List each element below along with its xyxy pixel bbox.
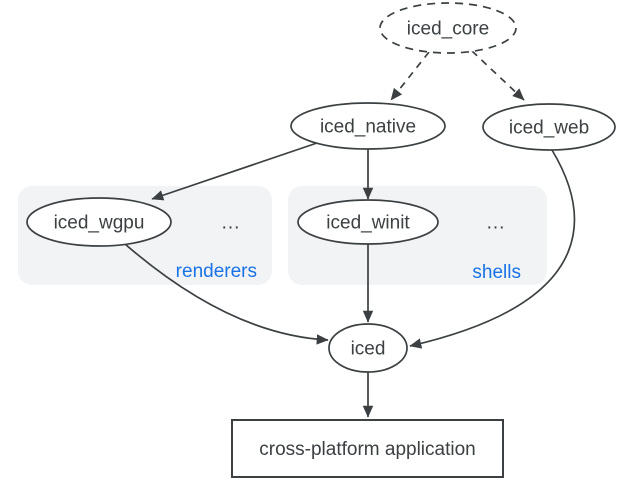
node-cross-platform-application-label: cross-platform application xyxy=(259,439,475,460)
edge-iced-native-to-iced-wgpu xyxy=(151,142,318,201)
node-cross-platform-application: cross-platform application xyxy=(231,419,504,478)
node-iced-wgpu-label: iced_wgpu xyxy=(54,213,145,234)
node-iced-core-label: iced_core xyxy=(407,19,489,40)
node-iced-wgpu: iced_wgpu xyxy=(26,197,172,247)
node-iced: iced xyxy=(328,323,408,373)
node-cross-platform-application-shape xyxy=(231,419,504,478)
edge-iced-core-to-iced-native xyxy=(390,51,430,101)
node-iced-winit: iced_winit xyxy=(297,199,439,245)
group-shells-ellipsis: ... xyxy=(487,213,506,234)
node-iced-winit-shape xyxy=(297,199,439,245)
group-renderers-ellipsis: ... xyxy=(222,213,241,234)
node-iced-native: iced_native xyxy=(290,102,446,150)
node-iced-native-label: iced_native xyxy=(320,117,416,138)
edge-iced-wgpu-to-iced xyxy=(124,243,329,345)
node-iced-wgpu-shape xyxy=(26,197,172,247)
edge-iced-web-to-iced xyxy=(409,149,576,349)
group-shells-label: shells xyxy=(472,262,521,283)
node-iced-core-shape xyxy=(379,2,517,54)
node-iced-web: iced_web xyxy=(482,103,616,151)
node-iced-web-label: iced_web xyxy=(509,118,589,139)
group-renderers-label: renderers xyxy=(176,261,257,282)
node-iced-label: iced xyxy=(351,339,386,360)
node-iced-core: iced_core xyxy=(379,2,517,54)
node-iced-native-shape xyxy=(290,102,446,150)
node-iced-winit-label: iced_winit xyxy=(326,213,410,234)
node-iced-shape xyxy=(328,323,408,373)
node-iced-web-shape xyxy=(482,103,616,151)
edge-iced-core-to-iced-web xyxy=(471,50,525,101)
